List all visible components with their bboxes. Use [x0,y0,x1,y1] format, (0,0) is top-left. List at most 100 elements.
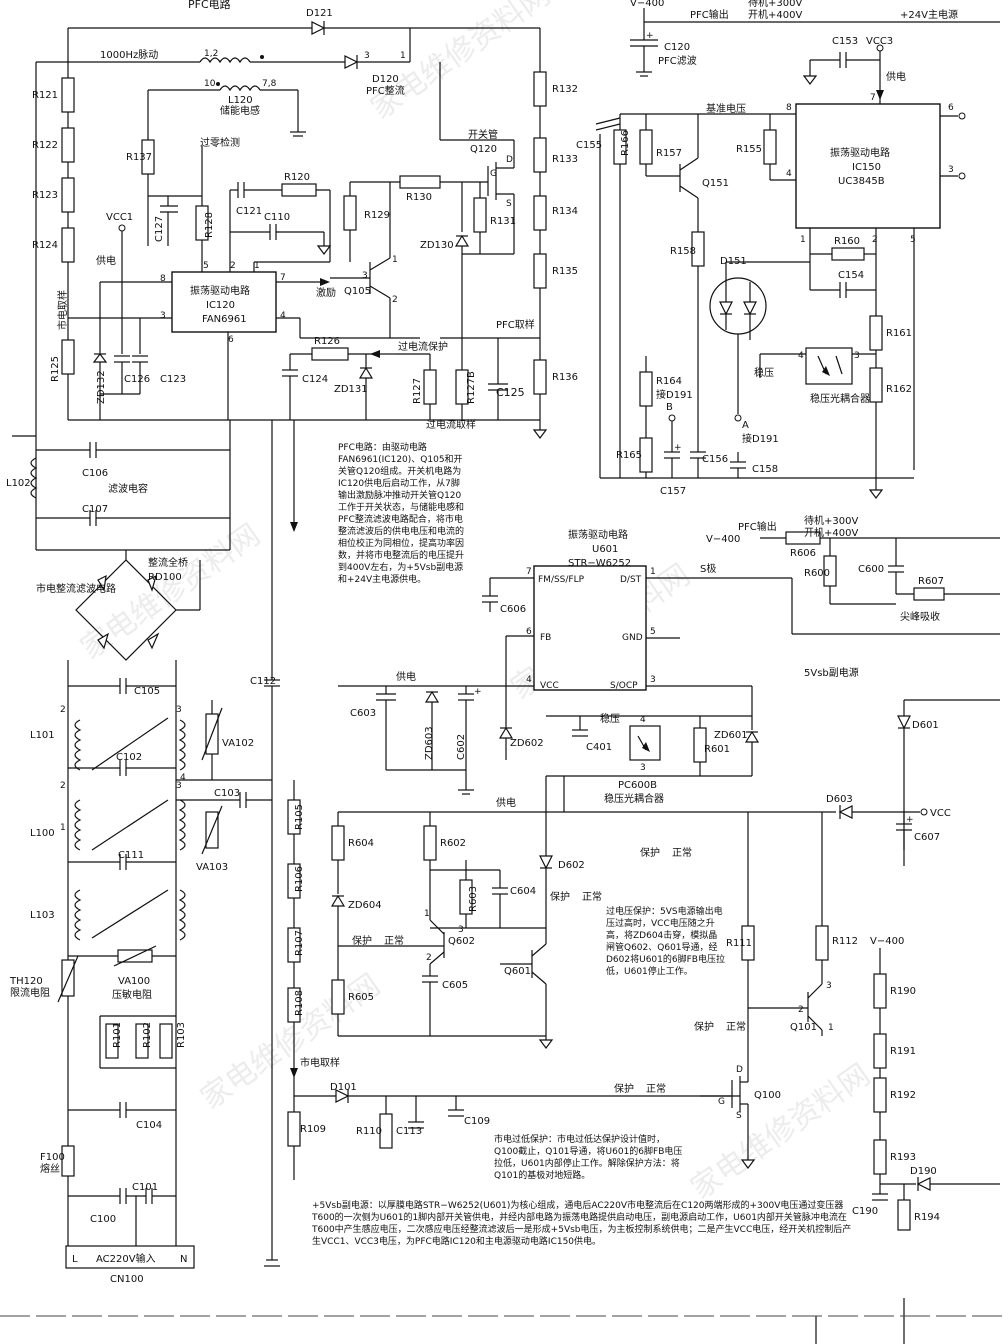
svg-text:R127: R127 [412,378,423,404]
svg-text:R107: R107 [294,930,305,956]
svg-text:R102: R102 [142,1022,153,1048]
main-supply-driver: V−400 + C120 PFC滤波 PFC输出 待机+300V 开机+400V… [576,0,1000,499]
svg-text:R130: R130 [406,192,432,203]
svg-text:PFC取样: PFC取样 [496,318,535,331]
svg-text:C401: C401 [586,742,612,753]
svg-text:Q602: Q602 [448,936,475,947]
pfc-section: PFC电路 D121 1000Hz脉动 1,2 3 1 D120 PFC整流 1… [32,0,578,439]
svg-text:C605: C605 [442,980,468,991]
svg-text:过电流保护: 过电流保护 [398,340,448,353]
svg-text:过电流取样: 过电流取样 [426,418,476,431]
svg-text:C603: C603 [350,708,376,719]
svg-text:C607: C607 [914,832,940,843]
svg-text:3: 3 [948,165,954,175]
svg-text:R129: R129 [364,210,390,221]
svg-text:C105: C105 [134,686,160,697]
svg-text:TH120: TH120 [9,976,43,987]
svg-text:正常: 正常 [582,890,602,903]
svg-text:4: 4 [786,169,792,179]
svg-text:C125: C125 [496,386,525,399]
svg-text:R605: R605 [348,992,374,1003]
svg-text:供电: 供电 [496,796,516,809]
svg-text:R191: R191 [890,1046,916,1057]
svg-text:ZD131: ZD131 [334,384,368,395]
svg-text:Q601: Q601 [504,966,531,977]
svg-text:1: 1 [828,1023,834,1033]
svg-text:PC600B: PC600B [618,780,657,791]
svg-text:4: 4 [640,715,646,725]
mains-divider-section: V−400 R190 R191 R192 R193 C190 D190 R194 [815,936,1000,1344]
svg-text:供电: 供电 [886,70,906,83]
svg-text:保护: 保护 [352,934,372,947]
svg-text:R165: R165 [616,450,642,461]
svg-text:C158: C158 [752,464,778,475]
u601-section: 振荡驱动电路 U601 STR−W6252 FM/SS/FLP D/ST FB … [338,514,1000,866]
svg-text:R123: R123 [32,190,58,201]
svg-text:R112: R112 [832,936,858,947]
svg-text:ZD132: ZD132 [96,370,107,404]
svg-text:AC220V输入: AC220V输入 [96,1252,156,1265]
svg-text:C123: C123 [160,374,186,385]
svg-text:R133: R133 [552,154,578,165]
svg-text:2: 2 [230,261,236,271]
svg-text:待机+300V: 待机+300V [748,0,802,9]
svg-text:ZD602: ZD602 [510,738,544,749]
svg-text:D603: D603 [826,794,853,805]
svg-text:7: 7 [526,567,532,577]
svg-text:D101: D101 [330,1082,357,1093]
svg-text:C602: C602 [456,734,467,760]
svg-text:D: D [506,155,513,165]
svg-text:8: 8 [160,274,166,284]
svg-text:R124: R124 [32,240,58,251]
svg-text:+: + [646,31,654,41]
svg-text:C153: C153 [832,36,858,47]
svg-text:R161: R161 [886,328,912,339]
svg-text:开机+400V: 开机+400V [804,526,858,539]
svg-text:3: 3 [176,705,182,715]
svg-text:6: 6 [228,335,234,345]
svg-text:C600: C600 [858,564,884,575]
svg-text:PFC滤波: PFC滤波 [658,54,697,67]
svg-text:R160: R160 [834,236,860,247]
svg-text:PFC输出: PFC输出 [738,520,777,533]
svg-text:GND: GND [622,633,643,643]
svg-text:7: 7 [280,273,286,283]
mains-sample-section: R105 R106 R107 R108 市电取样 R109 D101 R110 … [287,420,740,1180]
svg-text:C111: C111 [118,850,144,861]
svg-text:C110: C110 [264,212,290,223]
svg-text:FAN6961: FAN6961 [202,314,247,325]
svg-text:R101: R101 [112,1022,123,1048]
svg-text:接D191: 接D191 [656,388,693,401]
svg-text:N: N [180,1254,187,1265]
svg-text:C154: C154 [838,270,864,281]
svg-text:接D191: 接D191 [742,432,779,445]
svg-text:C112: C112 [250,676,276,687]
svg-text:供电: 供电 [96,254,116,267]
svg-text:R110: R110 [356,1126,382,1137]
svg-text:B: B [666,402,673,413]
svg-text:C109: C109 [464,1116,490,1127]
svg-text:STR−W6252: STR−W6252 [568,558,631,569]
svg-text:R109: R109 [300,1124,326,1135]
svg-text:G: G [490,169,497,179]
svg-text:UC3845B: UC3845B [838,176,885,187]
svg-text:+: + [906,815,914,825]
svg-text:R604: R604 [348,838,374,849]
svg-text:1,2: 1,2 [204,49,218,59]
mosfet-q120: 开关管 Q120 G D S [468,128,515,254]
freq-label: 1000Hz脉动 [100,48,158,61]
ac-input-connector [65,1245,195,1269]
svg-text:滤波电容: 滤波电容 [108,482,148,495]
svg-text:5: 5 [203,261,209,271]
svg-text:ZD130: ZD130 [420,240,454,251]
svg-text:C604: C604 [510,886,536,897]
svg-text:G: G [718,1097,725,1107]
svg-text:2: 2 [872,235,878,245]
svg-text:1: 1 [60,823,66,833]
svg-text:稳压光耦合器: 稳压光耦合器 [604,792,664,805]
svg-text:3: 3 [364,51,370,61]
svg-text:ZD601: ZD601 [714,730,748,741]
svg-text:R602: R602 [440,838,466,849]
svg-text:R120: R120 [284,172,310,183]
watermark: 家电维修资料网 家电维修资料网 家电维修资料网 家电维修资料网 家电维修资料网 [75,0,877,1207]
